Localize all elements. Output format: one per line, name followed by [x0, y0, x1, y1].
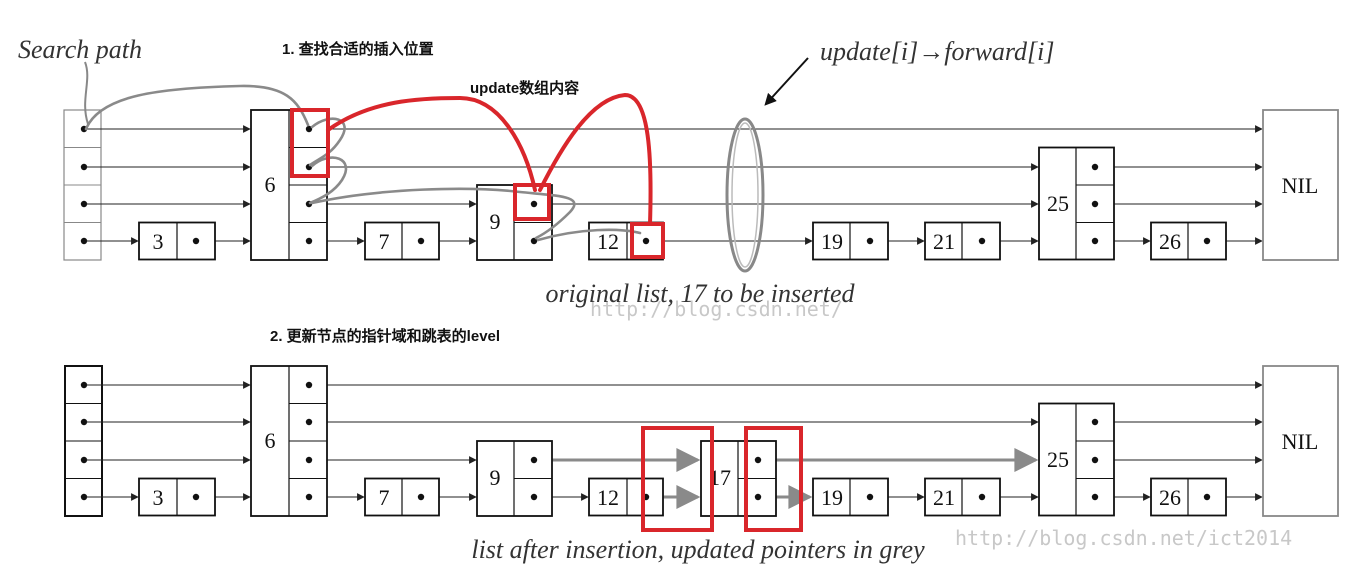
node-key: 6: [265, 428, 276, 453]
bottom-node-26: 26: [1150, 477, 1227, 517]
node-key: 19: [821, 229, 843, 254]
node-key: 9: [490, 465, 501, 490]
top-node-26: 26: [1150, 221, 1227, 261]
nil-label: NIL: [1282, 429, 1319, 454]
top-node-25: 25: [1038, 146, 1115, 261]
nil-label: NIL: [1282, 173, 1319, 198]
bottom-node-25: 25: [1038, 402, 1115, 517]
forward-ellipse: [725, 57, 809, 273]
node-key: 25: [1047, 447, 1069, 472]
top-node-3: 3: [138, 221, 216, 261]
step-1-label: 1. 查找合适的插入位置: [282, 40, 434, 58]
bottom-node-3: 3: [138, 477, 216, 517]
node-key: 26: [1159, 229, 1181, 254]
bottom-header-node: [64, 365, 103, 517]
top-node-7: 7: [364, 221, 440, 261]
top-nil-node: NIL: [1262, 109, 1339, 261]
search-path-label: Search path: [18, 35, 142, 64]
node-key: 3: [153, 229, 164, 254]
top-skiplist: 3 6 7 9: [18, 35, 1339, 321]
node-key: 3: [153, 485, 164, 510]
top-caption: original list, 17 to be inserted: [545, 279, 855, 308]
bottom-node-9: 9: [476, 440, 553, 517]
update-content-label: update数组内容: [470, 79, 579, 97]
updated-pointer-highlights: [641, 426, 803, 532]
bottom-skiplist: 2. 更新节点的指针域和跳表的level: [64, 327, 1339, 564]
bottom-node-7: 7: [364, 477, 440, 517]
node-key: 19: [821, 485, 843, 510]
search-path-curves: [84, 84, 642, 242]
top-node-6: 6: [250, 109, 328, 261]
node-key: 21: [933, 485, 955, 510]
node-key: 12: [597, 229, 619, 254]
bottom-node-21: 21: [924, 477, 1001, 517]
step-2-label: 2. 更新节点的指针域和跳表的level: [270, 327, 500, 345]
update-array-curves: [326, 92, 653, 226]
top-node-21: 21: [924, 221, 1001, 261]
top-node-19: 19: [812, 221, 889, 261]
update-forward-label: update[i]→forward[i]: [820, 37, 1055, 66]
node-key: 26: [1159, 485, 1181, 510]
bottom-node-19: 19: [812, 477, 889, 517]
bottom-node-12: 12: [588, 477, 664, 517]
top-header-node: [63, 109, 102, 261]
top-forward-pointers: [86, 125, 1263, 245]
node-key: 12: [597, 485, 619, 510]
node-key: 6: [265, 172, 276, 197]
node-key: 7: [379, 485, 390, 510]
watermark-mid: http://blog.csdn.net/: [590, 297, 843, 321]
node-key: 25: [1047, 191, 1069, 216]
top-node-12: 12: [588, 221, 664, 261]
bottom-node-6: 6: [250, 365, 328, 517]
node-key: 21: [933, 229, 955, 254]
watermark-bottom: http://blog.csdn.net/ict2014: [955, 526, 1292, 550]
node-key: 17: [709, 465, 731, 490]
node-key: 7: [379, 229, 390, 254]
node-key: 9: [490, 209, 501, 234]
bottom-caption: list after insertion, updated pointers i…: [471, 535, 925, 564]
search-path-pointer: [84, 61, 89, 125]
bottom-nil-node: NIL: [1262, 365, 1339, 517]
